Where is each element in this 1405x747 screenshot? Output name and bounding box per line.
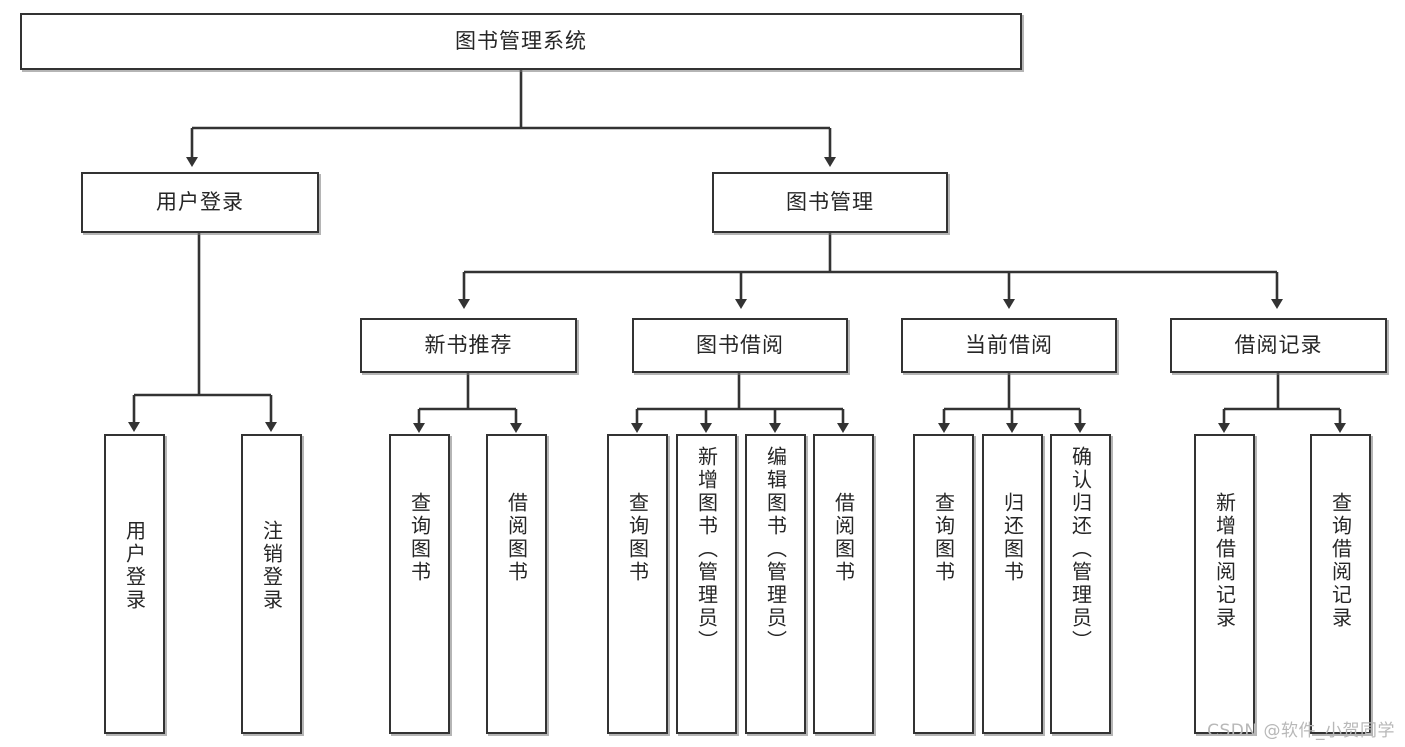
leaf-current-query-book[interactable]: 查询图书	[913, 434, 974, 734]
node-new-book-recommend[interactable]: 新书推荐	[360, 318, 577, 373]
node-book-management-label: 图书管理	[786, 190, 874, 215]
leaf-borrow-edit-book-admin[interactable]: 编辑图书（管理员）	[745, 434, 806, 734]
leaf-label: 查询图书	[407, 492, 432, 584]
leaf-new-book-query[interactable]: 查询图书	[389, 434, 450, 734]
leaf-new-book-borrow[interactable]: 借阅图书	[486, 434, 547, 734]
node-borrow-record-label: 借阅记录	[1234, 333, 1323, 358]
leaf-label: 查询图书	[625, 492, 650, 584]
leaf-current-return-book[interactable]: 归还图书	[982, 434, 1043, 734]
node-book-management[interactable]: 图书管理	[712, 172, 948, 233]
node-book-borrow[interactable]: 图书借阅	[632, 318, 848, 373]
leaf-current-confirm-return-admin[interactable]: 确认归还（管理员）	[1050, 434, 1111, 734]
node-current-borrow-label: 当前借阅	[965, 333, 1053, 358]
leaf-label: 查询借阅记录	[1328, 492, 1353, 630]
node-new-book-recommend-label: 新书推荐	[424, 333, 513, 358]
node-book-borrow-label: 图书借阅	[696, 333, 784, 358]
node-user-login-label: 用户登录	[156, 190, 244, 215]
node-current-borrow[interactable]: 当前借阅	[901, 318, 1117, 373]
node-user-login[interactable]: 用户登录	[81, 172, 319, 233]
leaf-label: 用户登录	[122, 520, 147, 612]
leaf-record-query[interactable]: 查询借阅记录	[1310, 434, 1371, 734]
leaf-borrow-borrow-book[interactable]: 借阅图书	[813, 434, 874, 734]
node-root-label: 图书管理系统	[455, 29, 587, 54]
leaf-label: 新增借阅记录	[1212, 492, 1237, 630]
leaf-label: 编辑图书（管理员）	[763, 446, 788, 653]
leaf-borrow-add-book-admin[interactable]: 新增图书（管理员）	[676, 434, 737, 734]
leaf-borrow-query-book[interactable]: 查询图书	[607, 434, 668, 734]
leaf-label: 确认归还（管理员）	[1068, 446, 1093, 653]
leaf-label: 注销登录	[259, 520, 284, 612]
leaf-label: 归还图书	[1000, 492, 1025, 584]
node-root[interactable]: 图书管理系统	[20, 13, 1022, 70]
leaf-label: 查询图书	[931, 492, 956, 584]
leaf-label: 新增图书（管理员）	[694, 446, 719, 653]
leaf-label: 借阅图书	[504, 492, 529, 584]
leaf-label: 借阅图书	[831, 492, 856, 584]
leaf-user-login-login[interactable]: 用户登录	[104, 434, 165, 734]
leaf-record-add[interactable]: 新增借阅记录	[1194, 434, 1255, 734]
node-borrow-record[interactable]: 借阅记录	[1170, 318, 1387, 373]
watermark: CSDN @软件_小贺同学	[1207, 721, 1395, 741]
leaf-user-login-logout[interactable]: 注销登录	[241, 434, 302, 734]
